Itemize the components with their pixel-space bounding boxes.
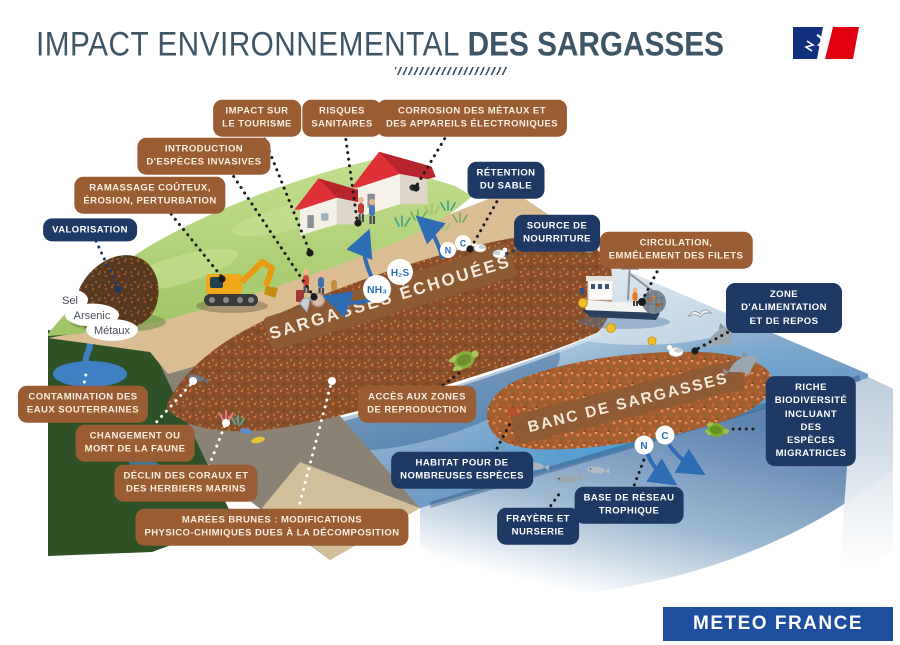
callout-corrosion: CORROSION DES MÉTAUX ET DES APPAREILS ÉL… <box>376 99 568 137</box>
callout-introduction-especes: INTRODUCTION D'ESPÈCES INVASIVES <box>137 137 271 175</box>
callout-zone-alimentation: ZONE D'ALIMENTATION ET DE REPOS <box>726 283 842 333</box>
c-nutrient-icon: C <box>655 425 675 445</box>
callout-frayere-nurserie: FRAYÈRE ET NURSERIE <box>497 507 579 545</box>
callout-circulation-filets: CIRCULATION, EMMÊLEMENT DES FILETS <box>599 231 753 269</box>
leader-line-endpoints-dark <box>218 184 699 355</box>
leader-lines-white <box>81 372 333 512</box>
callout-riche-biodiversite: RICHE BIODIVERSITÉ INCLUANT DES ESPÈCES … <box>765 376 857 466</box>
svg-text:H₂S: H₂S <box>391 268 410 279</box>
svg-text:Métaux: Métaux <box>94 325 131 337</box>
dead-fish-icon <box>240 428 265 444</box>
svg-text:N: N <box>445 246 452 256</box>
svg-text:Sel: Sel <box>62 295 78 307</box>
speech-bubbles: Sel Arsenic Métaux <box>52 289 138 341</box>
callout-risques-sanitaires: RISQUES SANITAIRES <box>302 99 382 137</box>
meteo-france-logo: METEO FRANCE <box>663 607 893 641</box>
h2s-molecule-icon: H₂S <box>387 259 413 285</box>
coral-icon <box>218 410 245 425</box>
couple-icon <box>358 197 375 224</box>
sargassum-raft: BANC DE SARGASSES <box>486 351 773 450</box>
fisherman-icon <box>632 287 638 306</box>
callout-ramassage: RAMASSAGE COÛTEUX, ÉROSION, PERTURBATION <box>74 176 226 214</box>
french-government-logo <box>793 27 859 59</box>
turtle-icon <box>448 350 479 372</box>
chemical-circles: NH₃ H₂S N C N C <box>363 235 675 455</box>
page-title: IMPACT ENVIRONNEMENTAL DES SARGASSES <box>15 24 745 64</box>
house-icon <box>294 178 367 236</box>
c-nutrient-icon: C <box>455 235 471 251</box>
turtle-icon <box>705 422 729 437</box>
n-nutrient-icon: N <box>440 242 456 258</box>
svg-text:Arsenic: Arsenic <box>74 310 111 322</box>
svg-text:C: C <box>661 431 668 442</box>
leader-line-endpoints-white <box>189 377 336 427</box>
title-bold: DES SARGASSES <box>467 24 724 64</box>
callout-contamination: CONTAMINATION DES EAUX SOUTERRAINES <box>17 385 149 423</box>
buoy-icon <box>578 298 657 346</box>
callout-acces-reproduction: ACCÈS AUX ZONES DE REPRODUCTION <box>358 385 476 423</box>
excavator-icon <box>196 259 278 313</box>
speech-bubble-metaux: Métaux <box>86 319 138 341</box>
nh3-molecule-icon: NH₃ <box>363 275 391 303</box>
callout-marees-brunes: MARÉES BRUNES : MODIFICATIONS PHYSICO-CH… <box>135 508 409 546</box>
callout-base-reseau: BASE DE RÉSEAU TROPHIQUE <box>574 486 684 524</box>
crab-icon <box>503 405 523 417</box>
groundwater-puddle-icon <box>53 361 127 387</box>
callout-retention-sable: RÉTENTION DU SABLE <box>467 161 545 199</box>
beach-sand <box>48 190 580 374</box>
callout-declin-coraux: DÉCLIN DES CORAUX ET DES HERBIERS MARINS <box>114 464 258 502</box>
title-divider <box>395 67 507 75</box>
callout-valorisation: VALORISATION <box>43 218 137 242</box>
title-regular: IMPACT ENVIRONNEMENTAL <box>36 24 459 64</box>
svg-text:NH₃: NH₃ <box>367 284 387 296</box>
svg-text:C: C <box>460 239 467 249</box>
callout-impact-tourisme: IMPACT SUR LE TOURISME <box>213 99 301 137</box>
fishing-boat-icon <box>578 261 670 329</box>
net-icon <box>642 290 666 314</box>
callout-habitat-especes: HABITAT POUR DE NOMBREUSES ESPÈCES <box>391 451 533 489</box>
marianne-profile-icon <box>816 34 824 54</box>
callout-source-nourriture: SOURCE DE NOURRITURE <box>514 214 600 252</box>
n-nutrient-icon: N <box>634 435 654 455</box>
callout-changement-faune: CHANGEMENT OU MORT DE LA FAUNE <box>75 424 195 462</box>
svg-text:N: N <box>640 441 647 452</box>
flag-blue-block <box>793 27 823 59</box>
flag-red-block <box>825 27 859 59</box>
